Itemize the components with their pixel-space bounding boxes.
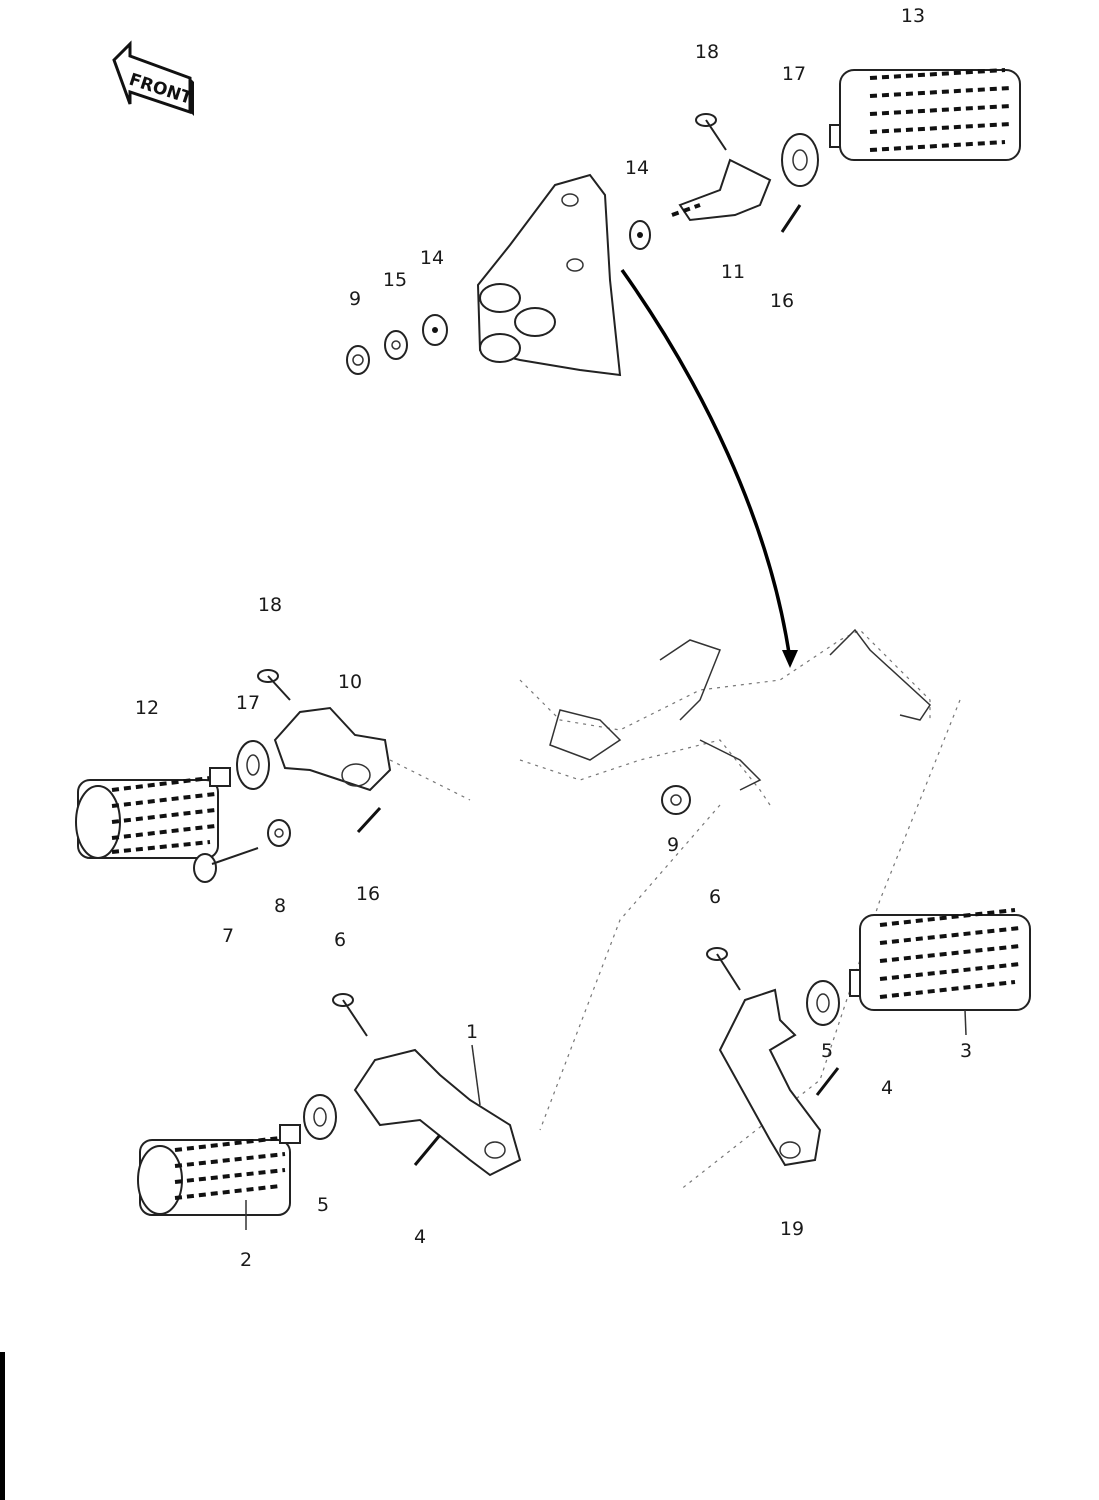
label-1: 1 — [466, 1021, 478, 1043]
label-8: 8 — [274, 895, 286, 917]
scan-edge-bar — [0, 1352, 5, 1500]
footpeg-rear-left — [75, 767, 231, 859]
footpeg-bracket-19 — [718, 988, 822, 1167]
label-15: 15 — [383, 269, 407, 291]
cotter-pin-right-4 — [815, 1067, 840, 1096]
label-14-upper: 14 — [625, 157, 649, 179]
mounting-plate — [476, 173, 622, 377]
spring-washer-15 — [384, 330, 408, 360]
washer-14-left — [422, 314, 448, 346]
assembly-arrowhead — [782, 650, 798, 668]
nut-9-upper — [346, 345, 370, 375]
label-18-left: 18 — [258, 594, 282, 616]
bracket-10 — [273, 706, 392, 792]
label-19: 19 — [780, 1218, 804, 1240]
footpeg-front-right — [849, 908, 1031, 1011]
label-12: 12 — [135, 697, 159, 719]
label-11: 11 — [721, 261, 745, 283]
assembly-arrow — [620, 268, 792, 661]
cotter-pin-lower-4 — [413, 1134, 442, 1166]
leader-1 — [471, 1044, 481, 1106]
label-13: 13 — [901, 5, 925, 27]
label-17-left: 17 — [236, 692, 260, 714]
bracket-11 — [671, 158, 772, 222]
label-16-left: 16 — [356, 883, 380, 905]
label-9-upper: 9 — [349, 288, 361, 310]
bolt-6-right — [706, 947, 741, 991]
guide-line-middle — [539, 804, 721, 1131]
washer-5-right — [806, 980, 840, 1026]
guide-line-left — [389, 759, 471, 801]
label-4-left: 4 — [414, 1226, 426, 1248]
label-3: 3 — [960, 1040, 972, 1062]
nut-8 — [267, 819, 291, 847]
leader-3 — [964, 1009, 967, 1036]
label-9-frame: 9 — [667, 834, 679, 856]
footpeg-front-left — [137, 1124, 301, 1216]
part-number-labels: 13 18 17 14 14 15 9 11 16 18 10 12 17 16… — [135, 5, 972, 1271]
washer-left-17 — [236, 740, 270, 790]
label-14-left: 14 — [420, 247, 444, 269]
bolt-left-18 — [257, 669, 291, 701]
footpeg-rear-right — [829, 68, 1021, 161]
cotter-pin-left-16 — [356, 806, 382, 834]
footpeg-bracket-1 — [353, 1048, 522, 1177]
front-direction-badge: FRONT — [112, 40, 195, 116]
label-16-top: 16 — [770, 290, 794, 312]
label-17-top: 17 — [782, 63, 806, 85]
label-10: 10 — [338, 671, 362, 693]
nut-9-frame — [661, 785, 691, 815]
frame-outline — [519, 628, 931, 806]
label-4-right: 4 — [881, 1077, 893, 1099]
washer-5-left — [303, 1094, 337, 1140]
bolt-6-left — [332, 993, 368, 1037]
label-2: 2 — [240, 1249, 252, 1271]
label-5-left: 5 — [317, 1194, 329, 1216]
cotter-pin-top-16 — [780, 204, 802, 233]
washer-14-upper — [629, 220, 651, 250]
bolt-7 — [193, 847, 259, 883]
label-18-top: 18 — [695, 41, 719, 63]
label-7: 7 — [222, 925, 234, 947]
label-6-left: 6 — [334, 929, 346, 951]
washer-top-17 — [781, 133, 819, 187]
label-6-right: 6 — [709, 886, 721, 908]
label-5-right: 5 — [821, 1040, 833, 1062]
bolt-top-18 — [695, 113, 727, 151]
